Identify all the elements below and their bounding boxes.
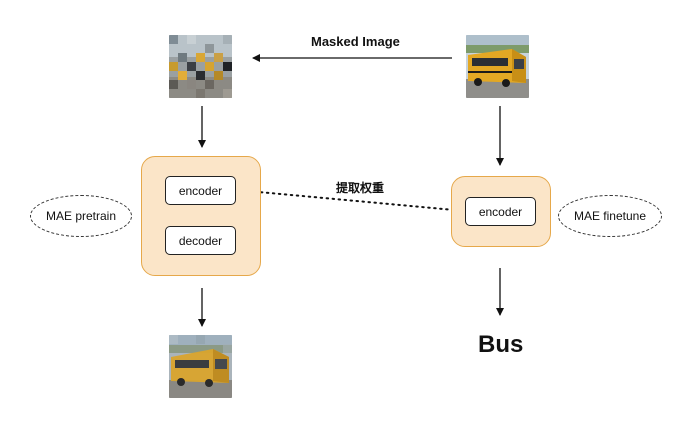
school-bus-image <box>466 35 529 98</box>
output-class-label: Bus <box>478 331 524 358</box>
pretrain-encoder-block[interactable]: encoder <box>165 176 236 205</box>
pretrain-module-panel <box>141 156 261 276</box>
finetune-encoder-block[interactable]: encoder <box>465 197 536 226</box>
extract-weights-label: 提取权重 <box>336 181 385 195</box>
reconstructed-bus-image <box>169 335 232 398</box>
pretrain-decoder-block[interactable]: decoder <box>165 226 236 255</box>
masked-bus-image <box>169 35 232 98</box>
weight-transfer-dotted-line <box>236 189 466 212</box>
masked-image-label: Masked Image <box>311 34 400 49</box>
mae-finetune-label: MAE finetune <box>558 195 662 237</box>
mae-pretrain-label: MAE pretrain <box>30 195 132 237</box>
